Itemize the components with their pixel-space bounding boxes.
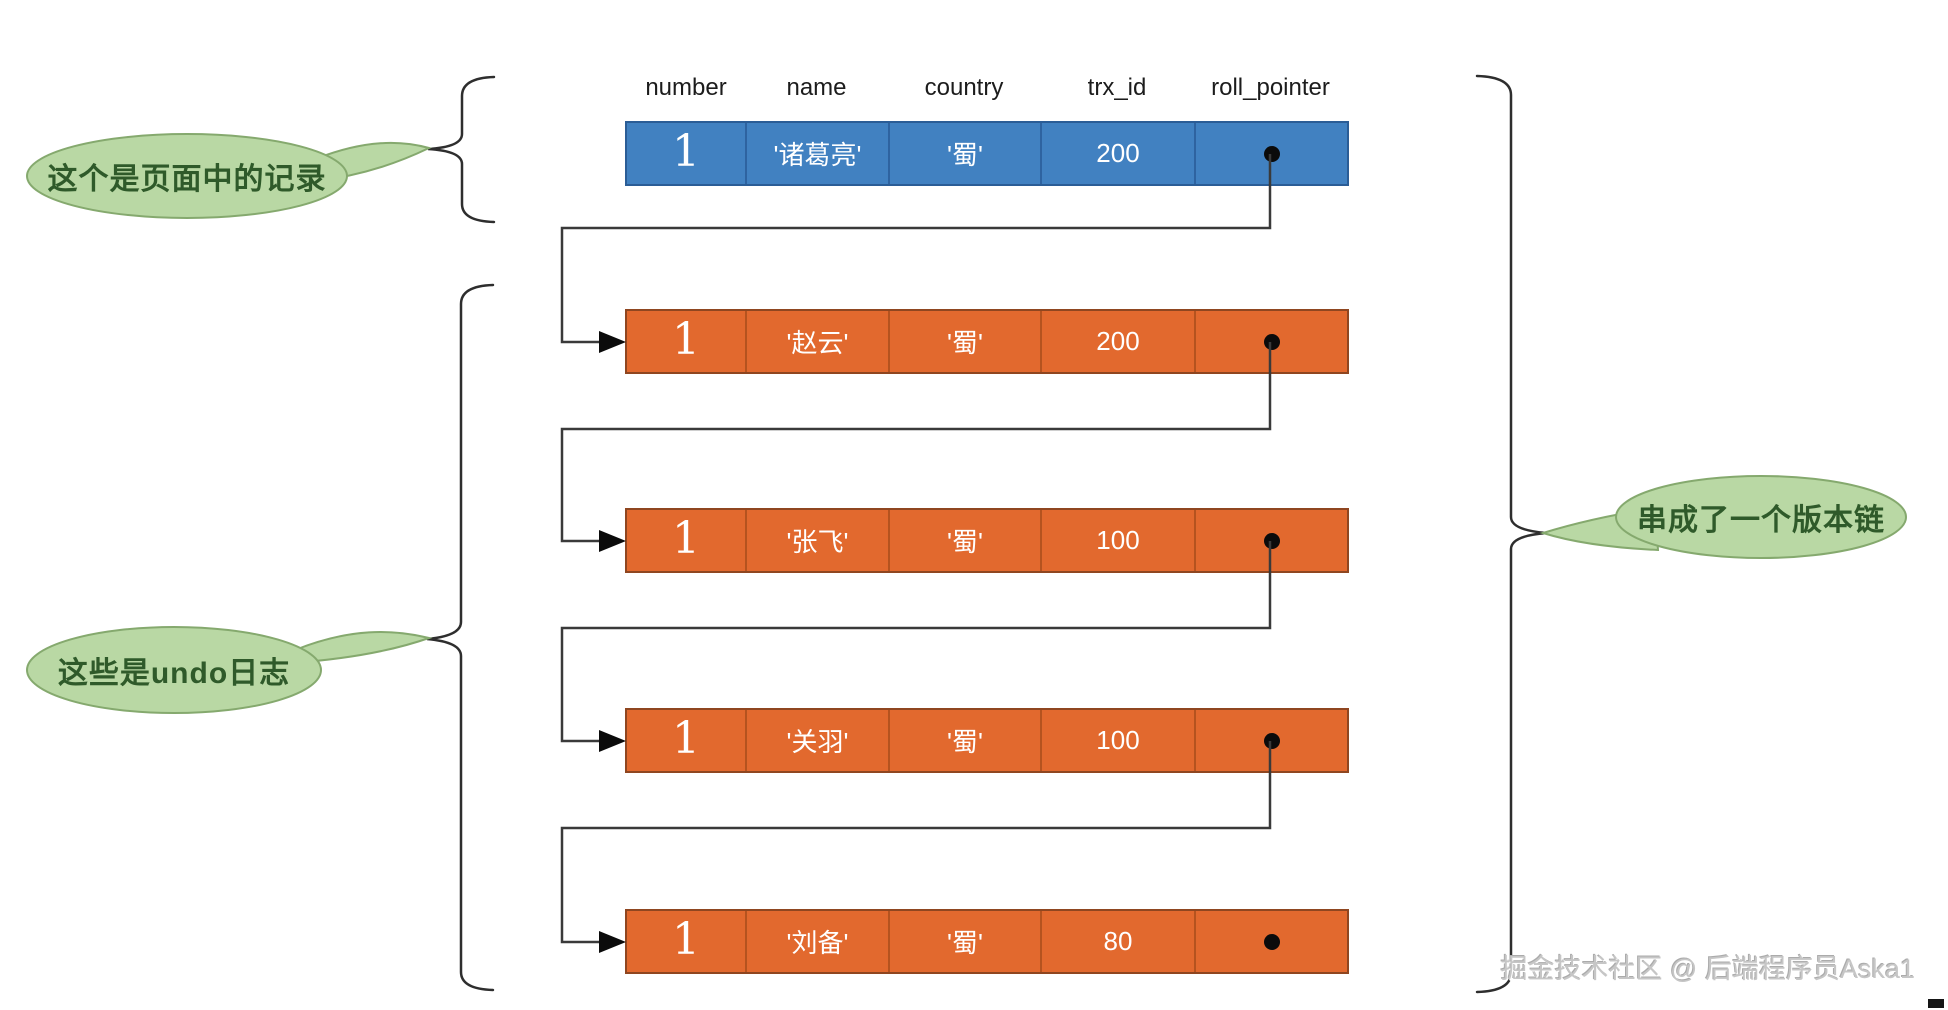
brace-version-chain: [1475, 74, 1547, 994]
arrowhead-icon: [599, 730, 626, 752]
cell-number: 1: [672, 914, 700, 965]
cell-number: 1: [672, 513, 700, 564]
cell-roll-pointer: [1194, 311, 1347, 372]
cell-name: '关羽': [745, 710, 888, 771]
roll-pointer-dot: [1263, 145, 1280, 162]
cell-trx-id: 200: [1040, 311, 1194, 372]
cell-roll-pointer: [1194, 911, 1347, 972]
roll-pointer-dot: [1263, 732, 1280, 749]
cell-country: '蜀': [888, 911, 1040, 972]
watermark: 掘金技术社区 @ 后端程序员Aska1: [1500, 954, 1915, 984]
version-chain-bubble-label: 串成了一个版本链: [1637, 504, 1885, 537]
undo-log-row-2: 1 '张飞' '蜀' 100: [625, 508, 1349, 573]
brace-undo-logs: [426, 283, 495, 992]
cell-roll-pointer: [1194, 710, 1347, 771]
roll-pointer-dot: [1263, 333, 1280, 350]
connector-arrowheads: [599, 331, 626, 953]
cell-country: '蜀': [888, 510, 1040, 571]
brace-page-record: [427, 75, 496, 224]
cell-roll-pointer: [1194, 123, 1347, 184]
undo-log-row-3: 1 '关羽' '蜀' 100: [625, 708, 1349, 773]
cell-name: '赵云': [745, 311, 888, 372]
undo-logs-bubble-label: 这些是undo日志: [57, 657, 291, 690]
arrowhead-icon: [599, 931, 626, 953]
corner-mark: [1928, 999, 1944, 1008]
cell-trx-id: 100: [1040, 710, 1194, 771]
cell-trx-id: 100: [1040, 510, 1194, 571]
column-header-country: country: [924, 74, 1004, 101]
arrowhead-icon: [599, 530, 626, 552]
column-header-number: number: [645, 74, 727, 101]
cell-name: '刘备': [745, 911, 888, 972]
roll-pointer-dot: [1263, 532, 1280, 549]
undo-log-row-1: 1 '赵云' '蜀' 200: [625, 309, 1349, 374]
column-header-roll-pointer: roll_pointer: [1211, 74, 1330, 101]
cell-country: '蜀': [888, 123, 1040, 184]
cell-trx-id: 80: [1040, 911, 1194, 972]
page-record-row: 1 '诸葛亮' '蜀' 200: [625, 121, 1349, 186]
undo-log-row-4: 1 '刘备' '蜀' 80: [625, 909, 1349, 974]
column-header-name: name: [786, 74, 847, 101]
roll-pointer-dot: [1263, 933, 1280, 950]
cell-number: 1: [672, 713, 700, 764]
cell-number: 1: [672, 126, 700, 177]
column-header-trx-id: trx_id: [1087, 74, 1147, 101]
cell-trx-id: 200: [1040, 123, 1194, 184]
page-record-bubble-label: 这个是页面中的记录: [47, 163, 327, 196]
cell-number: 1: [672, 314, 700, 365]
arrowhead-icon: [599, 331, 626, 353]
cell-name: '诸葛亮': [745, 123, 888, 184]
cell-roll-pointer: [1194, 510, 1347, 571]
cell-country: '蜀': [888, 710, 1040, 771]
cell-country: '蜀': [888, 311, 1040, 372]
cell-name: '张飞': [745, 510, 888, 571]
column-headers: number name country trx_id roll_pointer: [627, 66, 1347, 110]
